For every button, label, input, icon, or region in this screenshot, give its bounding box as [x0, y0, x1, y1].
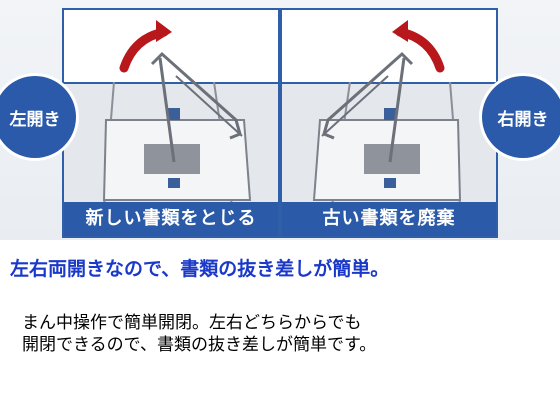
description-line-1: まん中操作で簡単開閉。左右どちらからでも: [22, 313, 362, 333]
right-caption: 古い書類を廃棄: [282, 202, 496, 236]
panel-top-area: [64, 10, 278, 84]
left-open-panel: 新しい書類をとじる: [62, 8, 280, 238]
product-illustration: 新しい書類をとじる 古い書類を廃棄 左開き 右開き: [0, 0, 560, 240]
left-open-badge: 左開き: [0, 76, 76, 158]
description: まん中操作で簡単開閉。左右どちらからでも 開閉できるので、書類の抜き差しが簡単で…: [22, 312, 552, 356]
left-caption: 新しい書類をとじる: [64, 202, 278, 236]
panel-top-area: [282, 10, 496, 84]
binder-left-drawing: [102, 20, 252, 207]
description-line-2: 開閉できるので、書類の抜き差しが簡単です。: [22, 335, 377, 355]
binder-right-drawing: [312, 20, 462, 207]
right-open-panel: 古い書類を廃棄: [280, 8, 498, 238]
headline: 左右両開きなので、書類の抜き差しが簡単。: [10, 258, 390, 280]
right-open-badge: 右開き: [482, 76, 560, 158]
